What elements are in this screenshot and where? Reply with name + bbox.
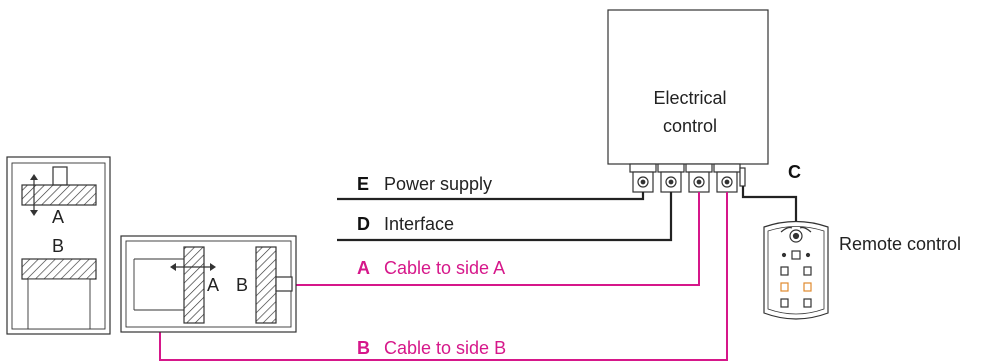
cable-b xyxy=(159,192,728,361)
control-box-label-line2: control xyxy=(663,116,717,136)
label-b-text: Cable to side B xyxy=(384,338,506,358)
label-e-letter: E xyxy=(357,174,369,194)
horizontal-unit-label-a: A xyxy=(207,275,219,295)
electrical-control-box: Electrical control xyxy=(607,9,769,165)
vertical-unit-plate-a xyxy=(21,184,97,206)
label-d: D Interface xyxy=(357,214,454,234)
remote-control-label: Remote control xyxy=(839,234,961,254)
horizontal-unit-label-b: B xyxy=(236,275,248,295)
label-e-text: Power supply xyxy=(384,174,492,194)
control-box-label-line1: Electrical xyxy=(653,88,726,108)
cable-a xyxy=(293,192,700,286)
label-a-letter: A xyxy=(357,258,370,278)
label-a-text: Cable to side A xyxy=(384,258,505,278)
label-a: A Cable to side A xyxy=(357,258,505,278)
horizontal-unit-plate-a xyxy=(183,246,205,324)
vertical-unit-label-b: B xyxy=(52,236,64,256)
cable-e-power-supply xyxy=(337,192,645,201)
label-d-letter: D xyxy=(357,214,370,234)
vertical-unit xyxy=(6,156,111,335)
cable-c-remote xyxy=(741,186,798,222)
connector-c xyxy=(739,167,746,187)
vertical-unit-plate-b xyxy=(21,258,97,280)
connector-strip xyxy=(629,163,746,193)
label-d-text: Interface xyxy=(384,214,454,234)
cable-d-interface xyxy=(337,192,673,242)
label-e: E Power supply xyxy=(357,174,492,194)
label-b-letter: B xyxy=(357,338,370,358)
remote-control xyxy=(763,220,829,320)
horizontal-unit-plate-b xyxy=(255,246,277,324)
vertical-unit-label-a: A xyxy=(52,207,64,227)
label-c-letter: C xyxy=(788,162,801,182)
label-b: B Cable to side B xyxy=(357,338,506,358)
horizontal-unit xyxy=(120,235,297,333)
